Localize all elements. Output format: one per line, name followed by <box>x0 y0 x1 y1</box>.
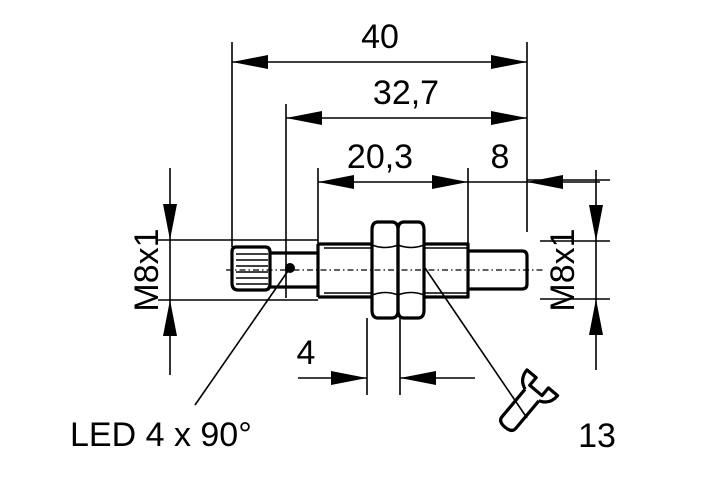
dim-label-body: 32,7 <box>373 74 439 112</box>
extension-lines <box>158 42 610 395</box>
dim-32-7 <box>286 111 527 125</box>
hex-nut-1-facets <box>371 244 399 296</box>
wrench-icon <box>498 368 560 432</box>
dim-20-3 <box>318 175 468 189</box>
dim-4 <box>298 371 475 385</box>
knurl-pattern <box>236 253 268 285</box>
dim-m8-left <box>163 168 177 375</box>
led-label: LED 4 x 90° <box>70 416 252 454</box>
dim-label-thread-left: M8x1 <box>128 228 166 311</box>
dim-label-nut-width: 4 <box>297 334 316 372</box>
sensor-outline <box>226 220 544 320</box>
hex-nut-2-facets <box>397 244 425 296</box>
led-leader <box>194 267 291 406</box>
hex-nut-2 <box>396 220 426 320</box>
dim-8 <box>468 175 600 189</box>
dim-label-plug: 8 <box>491 138 510 176</box>
dim-label-overall: 40 <box>361 18 399 56</box>
dim-label-thread-right: M8x1 <box>544 228 582 311</box>
housing-body <box>270 251 318 289</box>
dim-label-thread: 20,3 <box>347 138 413 176</box>
wrench-leader <box>424 267 528 419</box>
threaded-body <box>316 242 372 299</box>
dim-label-wrench: 13 <box>578 417 616 455</box>
threaded-body-right <box>424 242 470 299</box>
dim-40 <box>232 55 527 69</box>
connector-knurl <box>230 245 272 292</box>
dim-m8-right <box>589 170 603 370</box>
